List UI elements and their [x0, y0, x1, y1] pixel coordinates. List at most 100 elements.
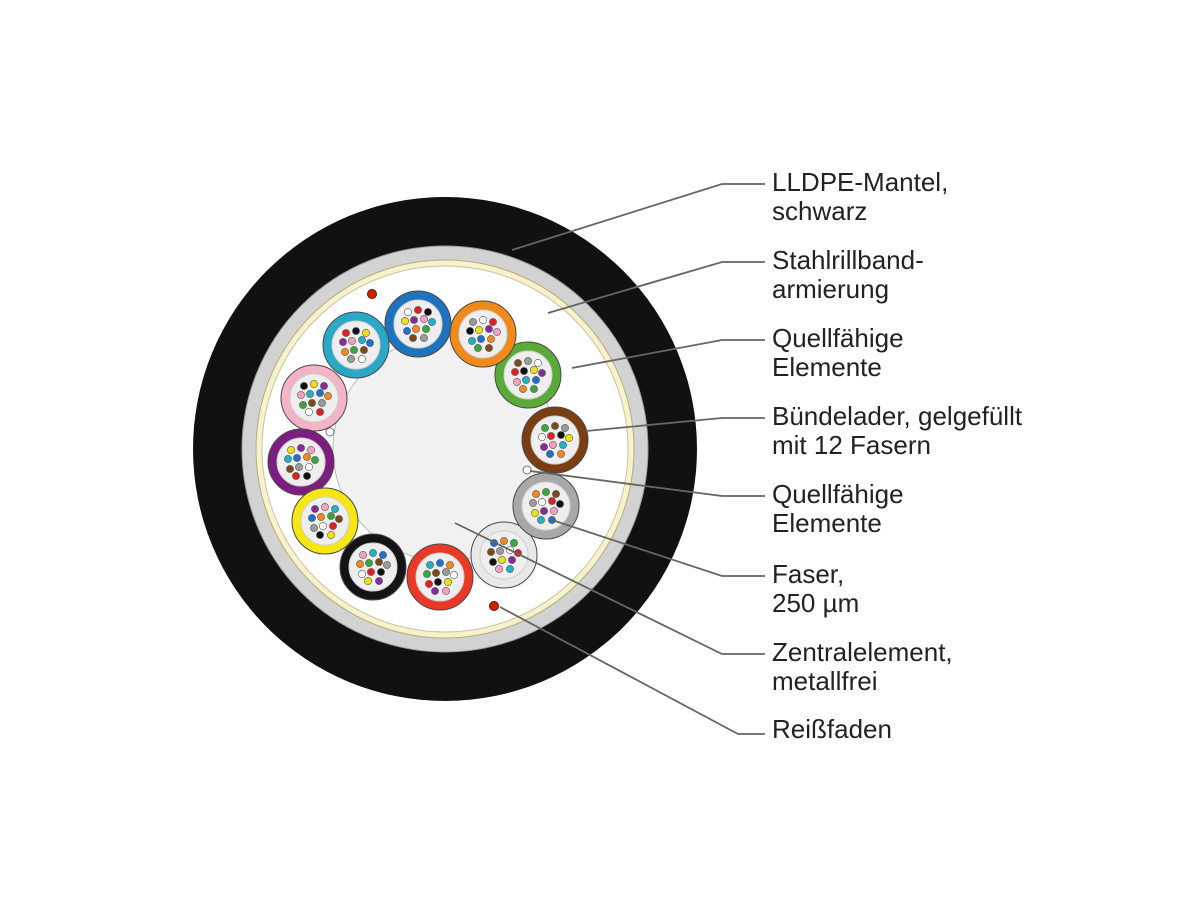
fiber — [403, 327, 411, 335]
fiber — [425, 580, 433, 588]
label-ripcord-line-1: Reißfaden — [772, 714, 892, 744]
fiber — [404, 308, 412, 316]
label-swelling-inner-line-2: Elemente — [772, 508, 882, 538]
fiber — [423, 570, 431, 578]
fiber — [422, 325, 430, 333]
loose-tube — [521, 406, 589, 474]
fiber — [479, 316, 487, 324]
label-armor: Stahlrillband- armierung — [772, 246, 924, 304]
fiber — [365, 559, 373, 567]
loose-tube — [406, 543, 474, 611]
fiber — [542, 488, 550, 496]
fiber — [475, 326, 483, 334]
fiber — [468, 337, 476, 345]
fiber — [508, 556, 516, 564]
fiber — [493, 328, 501, 336]
fiber — [303, 453, 311, 461]
fiber — [557, 450, 565, 458]
fiber — [487, 335, 495, 343]
fiber — [339, 338, 347, 346]
leader-lines — [454, 183, 765, 735]
fiber — [358, 336, 366, 344]
fiber — [362, 329, 370, 337]
fiber — [552, 490, 560, 498]
fiber — [514, 359, 522, 367]
fiber — [450, 571, 458, 579]
fiber — [565, 434, 573, 442]
fiber — [436, 559, 444, 567]
fiber — [547, 432, 555, 440]
ripcord — [367, 289, 377, 299]
fiber — [297, 391, 305, 399]
fiber — [487, 548, 495, 556]
fiber — [510, 539, 518, 547]
fiber — [367, 568, 375, 576]
fiber — [358, 570, 366, 578]
fiber — [414, 306, 422, 314]
fiber — [311, 456, 319, 464]
fiber — [561, 424, 569, 432]
fiber — [295, 463, 303, 471]
fiber — [530, 366, 538, 374]
label-jacket: LLDPE-Mantel, schwarz — [772, 168, 948, 226]
fiber — [383, 561, 391, 569]
label-swelling-inner: Quellfähige Elemente — [772, 480, 904, 538]
leader-line — [571, 339, 765, 369]
leader-line — [511, 183, 765, 251]
fiber — [532, 376, 540, 384]
fiber — [341, 348, 349, 356]
fiber — [347, 355, 355, 363]
fiber — [506, 565, 514, 573]
fiber — [477, 335, 485, 343]
fiber — [420, 315, 428, 323]
label-loose-tube-line-2: mit 12 Fasern — [772, 430, 931, 460]
loose-tube — [339, 533, 407, 601]
fiber — [424, 308, 432, 316]
fiber — [442, 587, 450, 595]
loose-tube — [449, 300, 517, 368]
label-loose-tube: Bündelader, gelgefüllt mit 12 Fasern — [772, 402, 1022, 460]
label-jacket-line-2: schwarz — [772, 196, 868, 226]
fiber — [305, 408, 313, 416]
fiber — [432, 569, 440, 577]
fiber — [410, 316, 418, 324]
fiber — [551, 422, 559, 430]
fiber — [366, 339, 374, 347]
fiber — [444, 578, 452, 586]
fiber — [359, 551, 367, 559]
swelling-yarn — [522, 465, 532, 475]
fiber — [286, 465, 294, 473]
fiber — [530, 385, 538, 393]
fiber — [308, 514, 316, 522]
label-fiber-line-2: 250 µm — [772, 588, 860, 618]
fiber — [511, 368, 519, 376]
fiber — [489, 318, 497, 326]
fiber — [348, 337, 356, 345]
fiber — [548, 497, 556, 505]
fiber — [316, 389, 324, 397]
fiber — [520, 367, 528, 375]
label-central-element-line-2: metallfrei — [772, 666, 878, 696]
fiber — [350, 346, 358, 354]
label-central-element-line-1: Zentralelement, — [772, 637, 953, 667]
fiber — [485, 325, 493, 333]
fiber — [300, 382, 308, 390]
fiber — [342, 329, 350, 337]
fiber — [329, 522, 337, 530]
fiber — [317, 513, 325, 521]
fiber — [538, 498, 546, 506]
loose-tube — [494, 341, 562, 409]
fiber — [469, 318, 477, 326]
fiber — [316, 408, 324, 416]
fiber — [529, 499, 537, 507]
fiber — [364, 577, 372, 585]
fiber — [316, 531, 324, 539]
label-fiber-line-1: Faser, — [772, 559, 845, 589]
label-jacket-line-1: LLDPE-Mantel, — [772, 167, 949, 197]
fiber — [426, 561, 434, 569]
label-ripcord: Reißfaden — [772, 715, 892, 744]
loose-tube — [291, 487, 359, 555]
fiber — [412, 325, 420, 333]
fiber — [331, 505, 339, 513]
fiber — [485, 344, 493, 352]
